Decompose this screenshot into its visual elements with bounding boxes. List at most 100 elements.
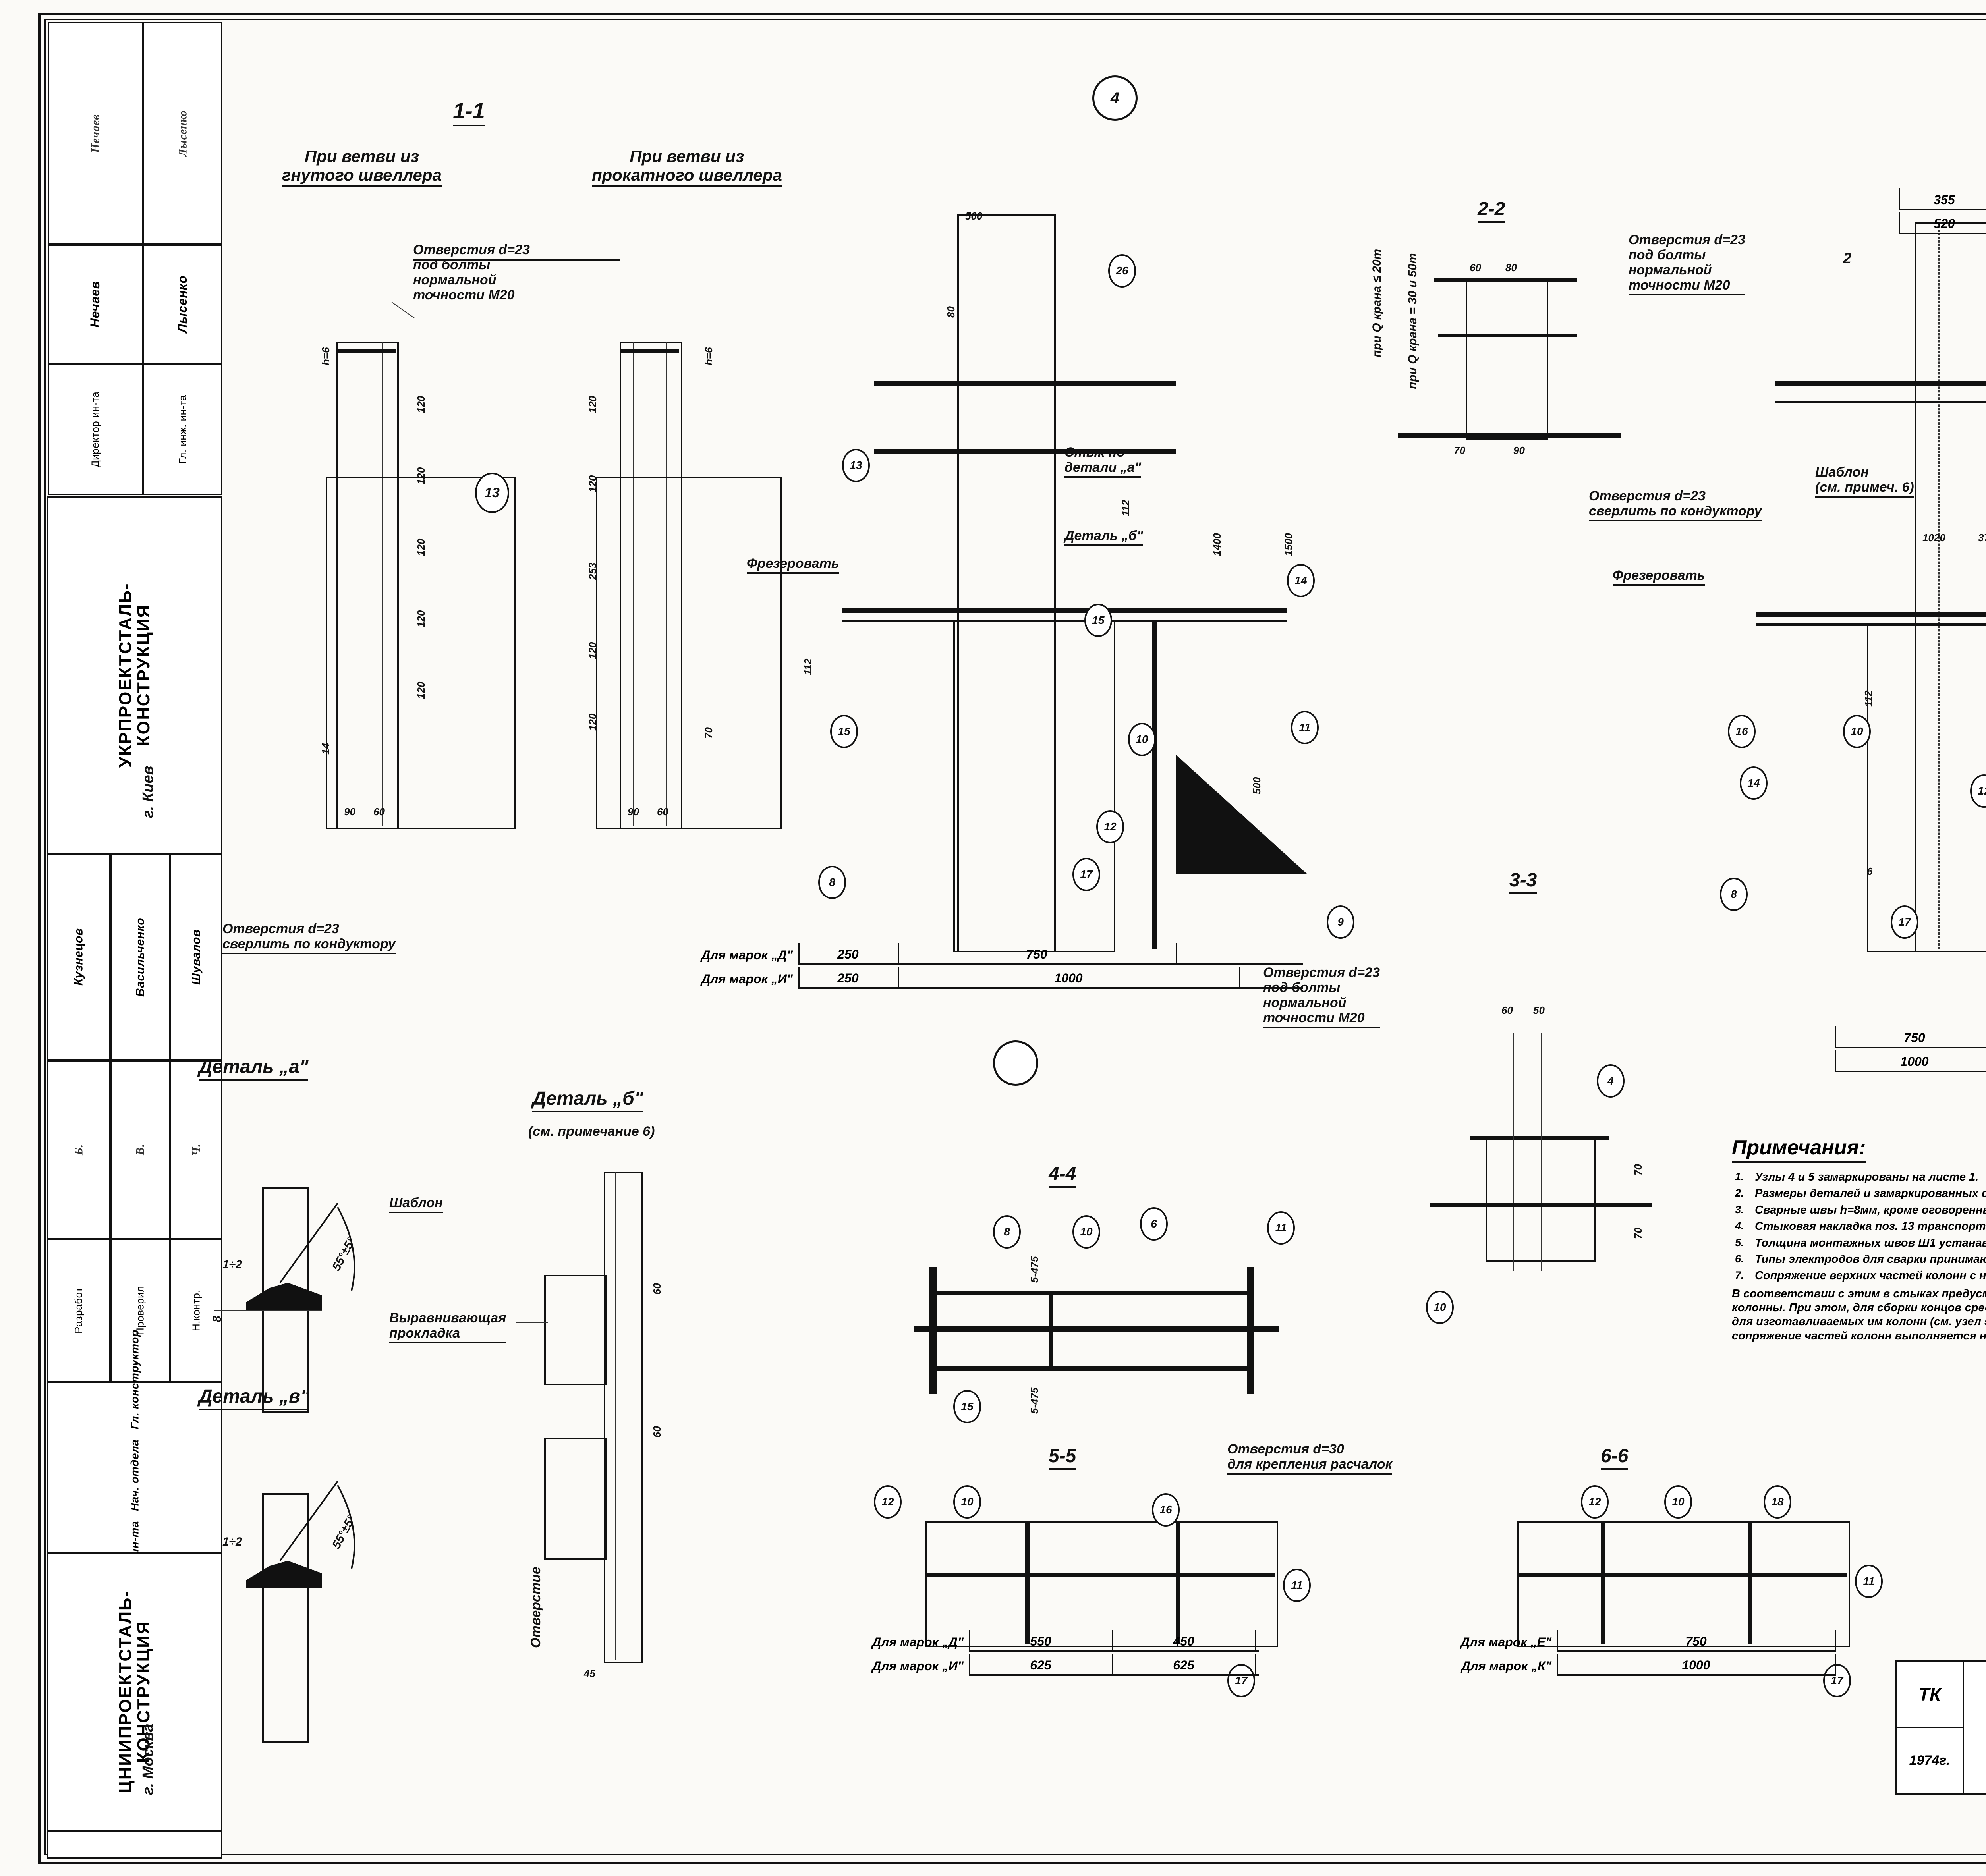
dim-detail-b-c: 45 xyxy=(584,1668,595,1679)
stage-role-2: Проверил xyxy=(110,1239,170,1382)
dimtable-sec5-5-row-1: Для марок „Д" 550 450 xyxy=(872,1628,1374,1652)
balloon-17-node5[interactable]: 17 xyxy=(1891,905,1918,939)
balloon-6-6-11[interactable]: 11 xyxy=(1855,1565,1883,1598)
balloon-6-6-10[interactable]: 10 xyxy=(1664,1485,1692,1519)
dim-1-1-right-e: 120 xyxy=(587,713,599,731)
balloon-8-node5[interactable]: 8 xyxy=(1720,878,1748,911)
label-detail-b-sub: (см. примечание 6) xyxy=(528,1124,655,1139)
balloon-4-4-15[interactable]: 15 xyxy=(953,1390,981,1423)
org-city-lower: г. Москва xyxy=(140,1724,156,1795)
node5-dim-i: 6 xyxy=(1867,865,1873,877)
callout-shablon: Шаблон xyxy=(389,1195,443,1214)
node5-dim-b: 370 xyxy=(1978,532,1986,544)
note-5-5-holes: Отверстия d=30 для крепления расчалок xyxy=(1227,1442,1392,1475)
balloon-6-6-18[interactable]: 18 xyxy=(1764,1485,1791,1519)
balloon-8-node4[interactable]: 8 xyxy=(818,866,846,899)
note-text-5: Толщина монтажных швов Ш1 устанавливаетс… xyxy=(1755,1236,1986,1249)
balloon-12-node4[interactable]: 12 xyxy=(1096,810,1124,843)
sec6-6-rib-1 xyxy=(1601,1521,1605,1644)
dimtable-sec5-5-label-2: Для марок „И" xyxy=(872,1659,964,1673)
signature-cell-2: Лысенко xyxy=(143,22,222,245)
note-2-2-holes: Отверстия d=23 под болты нормальной точн… xyxy=(1629,232,1745,296)
balloon-16-node5[interactable]: 16 xyxy=(1728,715,1756,748)
lower-names-row: Гл. инж. ин-та Нач. отдела Гл. конструкт… xyxy=(47,1330,222,1605)
balloon-15-node4[interactable]: 15 xyxy=(830,715,858,748)
title-block-stamp: ТК 1974г. Узлы 4;5 подкрановых ступеней.… xyxy=(1895,1660,1986,1795)
balloon-17-node4[interactable]: 17 xyxy=(1072,858,1100,891)
sec6-6-box xyxy=(1517,1521,1850,1647)
stamp-code: ТК xyxy=(1897,1662,1963,1728)
stage-sign-2: В. xyxy=(110,1060,170,1239)
detail-b-plate-lower xyxy=(544,1438,607,1560)
sheet-frame-outer xyxy=(38,13,1986,1864)
balloon-4-sec3[interactable]: 4 xyxy=(1597,1064,1625,1098)
balloon-13-left[interactable]: 13 xyxy=(475,473,509,513)
balloon-26-node4[interactable]: 26 xyxy=(1108,254,1136,288)
balloon-node-4[interactable]: 4 xyxy=(1092,75,1138,121)
stamp-title: Узлы 4;5 подкрановых ступеней. xyxy=(1964,1662,1986,1793)
node4-lower-box xyxy=(953,620,1115,952)
note-holes-drill-1: Отверстия d=23 сверлить по кондуктору xyxy=(222,921,396,955)
note-num-7: 7. xyxy=(1735,1269,1744,1282)
role-name-2: Лысенко xyxy=(143,245,222,364)
balloon-6-6-12[interactable]: 12 xyxy=(1581,1485,1609,1519)
dimtable-sec5-5-row-2: Для марок „И" 625 625 xyxy=(872,1652,1374,1676)
balloon-15b-node4[interactable]: 15 xyxy=(1084,604,1112,637)
balloon-5-5-16[interactable]: 16 xyxy=(1152,1493,1180,1527)
label-variant-gnutyy: При ветви из гнутого швеллера xyxy=(282,147,442,187)
balloon-6-6-17[interactable]: 17 xyxy=(1823,1664,1851,1697)
label-variant-prokatnyy: При ветви из прокатного швеллера xyxy=(592,147,782,187)
node4-dim-side-c: 1500 xyxy=(1283,533,1294,556)
balloon-14-node4[interactable]: 14 xyxy=(1287,564,1315,597)
detail-b-column xyxy=(604,1172,643,1663)
dim-3-3-b: 50 xyxy=(1533,1004,1545,1016)
balloon-5-5-17[interactable]: 17 xyxy=(1227,1664,1255,1697)
note-crane-left-2: при Q крана = 30 и 50т xyxy=(1406,253,1419,389)
balloon-node4-bottom[interactable] xyxy=(993,1040,1038,1086)
sec6-6-rib-2 xyxy=(1748,1521,1752,1644)
balloon-10-sec3[interactable]: 10 xyxy=(1426,1291,1454,1324)
balloon-5-5-12[interactable]: 12 xyxy=(874,1485,902,1519)
callout-detail-b-ref: Деталь „б" xyxy=(1064,528,1143,546)
note-num-5: 5. xyxy=(1735,1236,1744,1249)
dim-1-1-left-b: 120 xyxy=(415,467,427,484)
callout-styk-detail-a: Стык по детали „а" xyxy=(1064,445,1141,478)
org-name-upper: УКРПРОЕКТСТАЛЬ- КОНСТРУКЦИЯ xyxy=(115,582,153,768)
dim-1-1-left-d: 120 xyxy=(415,610,427,627)
node4-vert-rib xyxy=(1152,620,1157,949)
note-item-3: 3.Сварные швы h=8мм, кроме оговоренных. xyxy=(1732,1203,1986,1217)
balloon-5-5-11[interactable]: 11 xyxy=(1283,1569,1311,1602)
lower-role-titles: Гл. инж. ин-та Нач. отдела Гл. конструкт… xyxy=(128,1330,141,1605)
balloon-13-node4[interactable]: 13 xyxy=(842,449,870,482)
balloon-4-4-10[interactable]: 10 xyxy=(1072,1215,1100,1249)
balloon-10-node5[interactable]: 10 xyxy=(1843,715,1871,748)
balloon-4-4-8[interactable]: 8 xyxy=(993,1215,1021,1249)
note-text-2: Размеры деталей и замаркированных сборны… xyxy=(1755,1187,1986,1200)
stamp-code-column: ТК 1974г. xyxy=(1897,1662,1964,1793)
dimtable-node5-bottom-row-1: 750 750 Для марок „Е" xyxy=(1835,1025,1986,1048)
stage-role-1: Разработ xyxy=(47,1239,110,1382)
dimtable-node5-top-cell-1-1: 355 xyxy=(1934,193,1955,207)
balloon-14-node5[interactable]: 14 xyxy=(1740,766,1768,800)
callout-otverstie: Отверстие xyxy=(528,1567,543,1648)
note-num-2: 2. xyxy=(1735,1187,1744,1199)
sec5-5-rib-2 xyxy=(1176,1521,1180,1644)
callout-shablon-node5: Шаблон (см. примеч. 6) xyxy=(1815,465,1914,498)
dim-1-1-bottom-right-a: 90 xyxy=(628,806,639,818)
stage-sign-1: Б. xyxy=(47,1060,110,1239)
balloon-4-4-11[interactable]: 11 xyxy=(1267,1211,1295,1245)
balloon-11-node4[interactable]: 11 xyxy=(1291,711,1319,744)
label-section-3-3: 3-3 xyxy=(1509,870,1537,894)
balloon-10-node4[interactable]: 10 xyxy=(1128,723,1156,756)
balloon-9-node4[interactable]: 9 xyxy=(1327,905,1354,939)
stage-name-label-1: Кузнецов xyxy=(72,928,85,986)
node4-crane-beam-top xyxy=(842,608,1287,613)
note-item-1: 1.Узлы 4 и 5 замаркированы на листе 1. xyxy=(1732,1170,1986,1184)
role-name-label-2: Лысенко xyxy=(175,275,190,333)
stage-signature-3: Ч. xyxy=(189,1143,203,1156)
balloon-5-5-10[interactable]: 10 xyxy=(953,1485,981,1519)
balloon-4-4-6[interactable]: 6 xyxy=(1140,1207,1168,1241)
note-3-3-holes: Отверстия d=23 под болты нормальной точн… xyxy=(1263,965,1380,1029)
dim-4-4-a: 5-475 xyxy=(1028,1256,1040,1283)
node4-dim-top: 500 xyxy=(965,210,983,222)
